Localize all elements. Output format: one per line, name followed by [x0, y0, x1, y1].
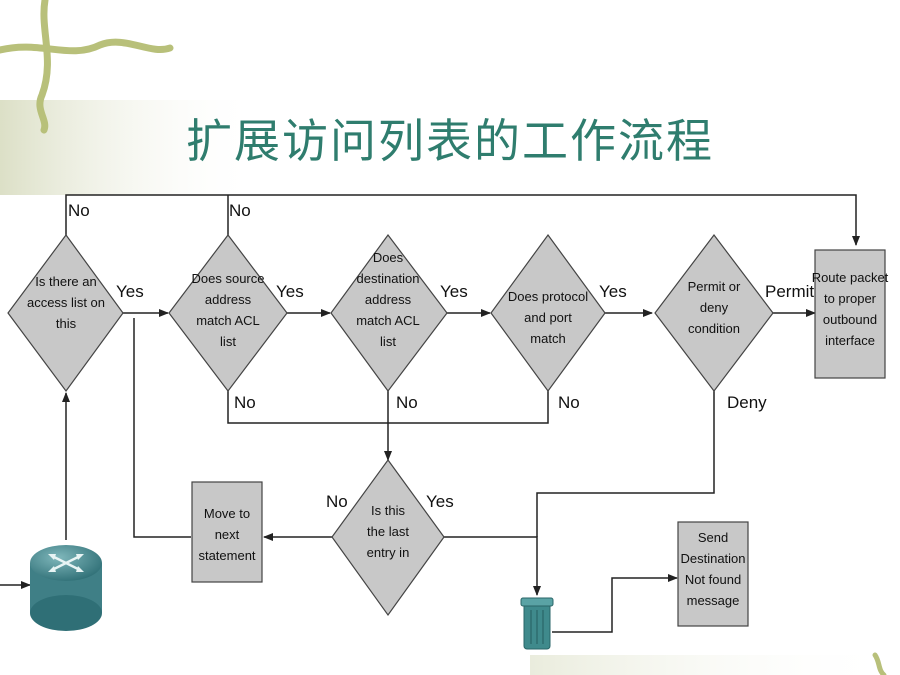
edge-label-no-protocol: No [558, 393, 580, 412]
edge-label-no-source: No [234, 393, 256, 412]
send-destination-box [677, 521, 749, 627]
edge-label-yes-1: Yes [116, 282, 144, 301]
edge-label-yes-4: Yes [599, 282, 627, 301]
protocol-match-decision [490, 233, 606, 393]
source-match-decision [168, 234, 288, 392]
trash-bin-icon [520, 597, 554, 650]
move-to-next-box [191, 481, 263, 583]
edge-label-no-last: No [326, 492, 348, 511]
access-list-decision [7, 233, 124, 393]
router-icon [30, 545, 102, 631]
page-title: 扩展访问列表的工作流程 [186, 114, 714, 168]
edge-label-yes-2: Yes [276, 282, 304, 301]
permit-deny-decision [654, 234, 774, 392]
route-packet-box [814, 249, 886, 379]
edge-label-yes-last: Yes [426, 492, 454, 511]
edge-label-yes-3: Yes [440, 282, 468, 301]
destination-match-decision [330, 233, 448, 393]
edge-label-no-destination: No [396, 393, 418, 412]
edge-label-permit: Permit [765, 282, 814, 301]
last-entry-decision [331, 458, 445, 617]
flow-lines [0, 194, 860, 633]
edge-label-no-top-2: No [229, 201, 251, 220]
edge-label-deny: Deny [727, 393, 767, 412]
edge-label-no-top-1: No [68, 201, 90, 220]
